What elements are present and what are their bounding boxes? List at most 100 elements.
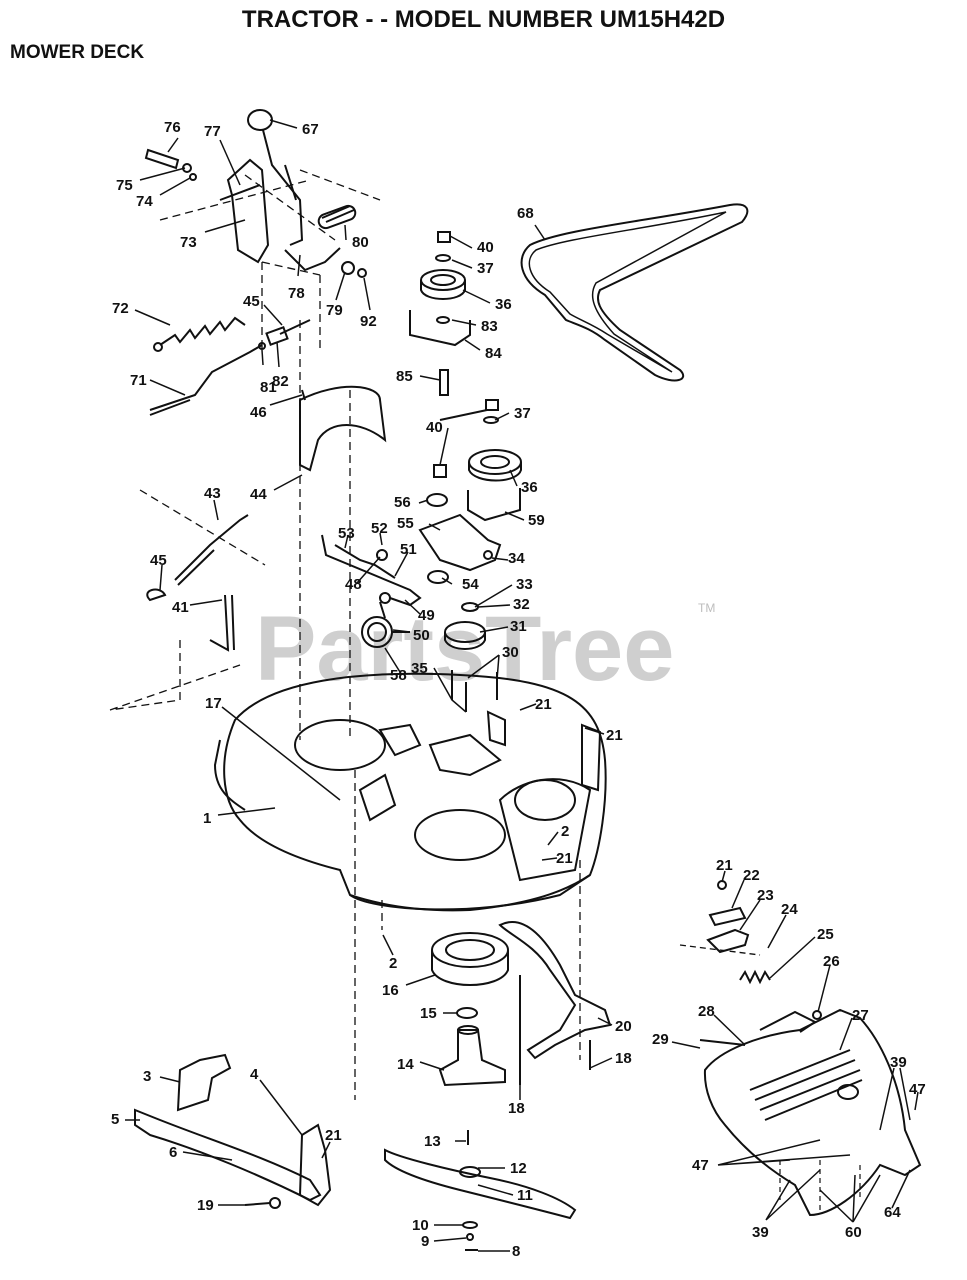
- callout-37-upper: 37: [477, 260, 494, 277]
- callout-51: 51: [400, 541, 417, 558]
- callout-83: 83: [481, 318, 498, 335]
- callout-49: 49: [418, 607, 435, 624]
- callout-22: 22: [743, 867, 760, 884]
- callout-33: 33: [516, 576, 533, 593]
- callout-45-upper: 45: [243, 293, 260, 310]
- callout-5: 5: [111, 1111, 119, 1128]
- callout-64: 64: [884, 1204, 901, 1221]
- callout-76: 76: [164, 119, 181, 136]
- callout-18-left: 18: [508, 1100, 525, 1117]
- callout-19: 19: [197, 1197, 214, 1214]
- callout-11: 11: [517, 1187, 533, 1204]
- callout-21-c: 21: [556, 850, 573, 867]
- lever-knob: [247, 109, 273, 131]
- callout-14: 14: [397, 1056, 414, 1073]
- callout-52: 52: [371, 520, 388, 537]
- callout-55: 55: [397, 515, 414, 532]
- callout-6: 6: [169, 1144, 177, 1161]
- callout-74: 74: [136, 193, 153, 210]
- callout-24: 24: [781, 901, 798, 918]
- callout-21-b: 21: [606, 727, 623, 744]
- callout-25: 25: [817, 926, 834, 943]
- callout-18-right: 18: [615, 1050, 632, 1067]
- callout-85: 85: [396, 368, 413, 385]
- spring: [159, 316, 246, 346]
- callout-67: 67: [302, 121, 319, 138]
- callout-27: 27: [852, 1007, 869, 1024]
- callout-71: 71: [130, 372, 147, 389]
- idler-pulley-lower: [468, 449, 522, 475]
- callout-50: 50: [413, 627, 430, 644]
- callout-75: 75: [116, 177, 133, 194]
- callout-68: 68: [517, 205, 534, 222]
- callout-92: 92: [360, 313, 377, 330]
- callout-30: 30: [502, 644, 519, 661]
- callout-54: 54: [462, 576, 479, 593]
- lift-bracket: [226, 158, 270, 264]
- callout-37-lower: 37: [514, 405, 531, 422]
- callout-2-lower: 2: [389, 955, 397, 972]
- callout-28: 28: [698, 1003, 715, 1020]
- callout-21-d: 21: [325, 1127, 342, 1144]
- spindle-assembly: [438, 1029, 506, 1087]
- mower-blade: [384, 1148, 577, 1220]
- callout-44: 44: [250, 486, 267, 503]
- callout-59: 59: [528, 512, 545, 529]
- discharge-chute: [703, 1008, 922, 1217]
- callout-40-lower: 40: [426, 419, 443, 436]
- callout-26: 26: [823, 953, 840, 970]
- callout-16: 16: [382, 982, 399, 999]
- callout-4: 4: [250, 1066, 259, 1083]
- callout-77: 77: [204, 123, 221, 140]
- callout-39-top: 39: [890, 1054, 907, 1071]
- callout-10: 10: [412, 1217, 429, 1234]
- lift-rod: [149, 344, 263, 411]
- callout-1: 1: [203, 810, 211, 827]
- callout-2-upper: 2: [561, 823, 569, 840]
- callout-43: 43: [204, 485, 221, 502]
- belt-cover: [299, 385, 387, 472]
- callout-73: 73: [180, 234, 197, 251]
- watermark-trademark: TM: [698, 601, 715, 615]
- callout-84: 84: [485, 345, 502, 362]
- callout-32: 32: [513, 596, 530, 613]
- callout-47-right: 47: [909, 1081, 926, 1098]
- callout-36-lower: 36: [521, 479, 538, 496]
- idler-pulley-upper: [420, 269, 466, 291]
- callout-13: 13: [424, 1133, 441, 1150]
- callout-60: 60: [845, 1224, 862, 1241]
- callout-40-upper: 40: [477, 239, 494, 256]
- callout-23: 23: [757, 887, 774, 904]
- callout-20: 20: [615, 1018, 632, 1035]
- callout-48: 48: [345, 576, 362, 593]
- callout-35: 35: [411, 660, 428, 677]
- hanger-bracket: [176, 1053, 232, 1112]
- callout-17: 17: [205, 695, 222, 712]
- page-title: TRACTOR - - MODEL NUMBER UM15H42D: [241, 6, 726, 33]
- mower-deck: [223, 672, 607, 912]
- section-title: MOWER DECK: [10, 42, 145, 63]
- callout-47-left: 47: [692, 1157, 709, 1174]
- callout-3: 3: [143, 1068, 151, 1085]
- bearing-housing: [431, 932, 509, 968]
- callout-12: 12: [510, 1160, 527, 1177]
- callout-31: 31: [510, 618, 527, 635]
- callout-46: 46: [250, 404, 267, 421]
- callout-8: 8: [512, 1243, 520, 1260]
- callout-41: 41: [172, 599, 189, 616]
- callout-34: 34: [508, 550, 525, 567]
- callout-9: 9: [421, 1233, 429, 1250]
- callout-53: 53: [338, 525, 355, 542]
- drive-belt: [520, 203, 749, 382]
- callout-82: 82: [272, 373, 289, 390]
- callout-21-a: 21: [535, 696, 552, 713]
- callout-36-upper: 36: [495, 296, 512, 313]
- callout-81: 81: [260, 379, 277, 396]
- callout-79: 79: [326, 302, 343, 319]
- callout-56: 56: [394, 494, 411, 511]
- callout-39-bottom: 39: [752, 1224, 769, 1241]
- callout-58: 58: [390, 667, 407, 684]
- callout-78: 78: [288, 285, 305, 302]
- callout-15: 15: [420, 1005, 437, 1022]
